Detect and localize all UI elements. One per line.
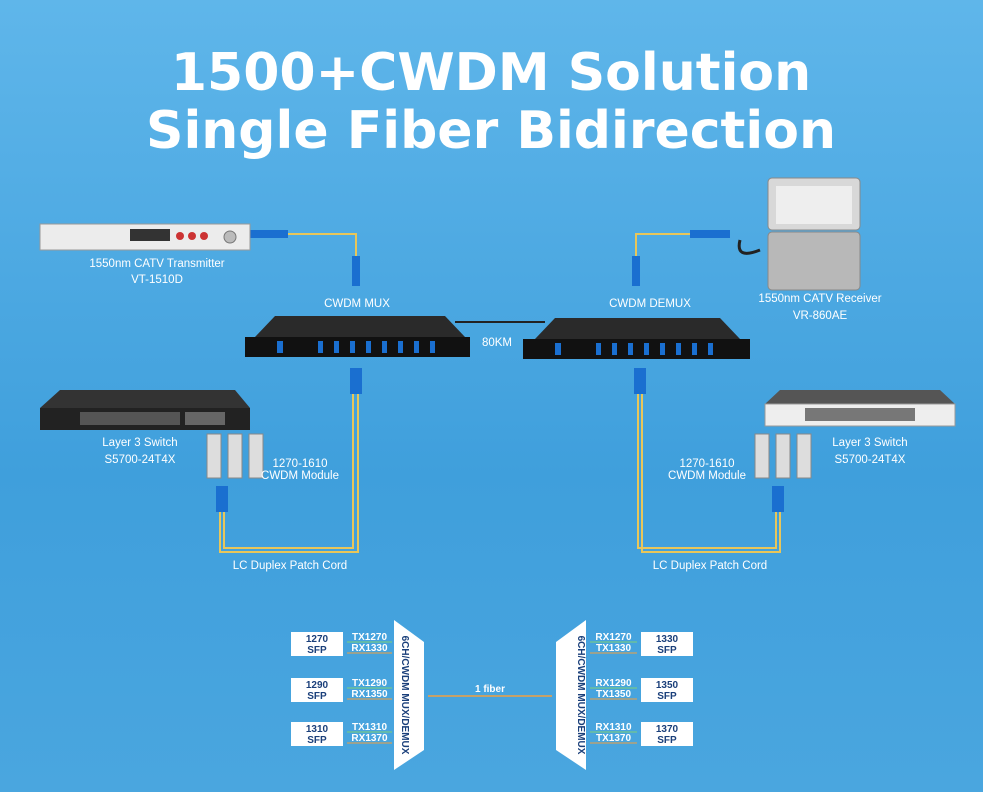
title-line2: Single Fiber Bidirection [146,101,836,161]
sfp-wavelength: 1270 [306,634,329,645]
sfp-wavelength: 1370 [656,724,679,735]
module-left-range: 1270-1610 [273,458,328,470]
sfp-box [291,678,343,702]
switch-left-name: Layer 3 Switch [102,437,177,449]
module-left-name: CWDM Module [261,470,339,482]
sfp-type: SFP [307,735,327,746]
receiver-model: VR-860AE [793,310,848,322]
title-line1: 1500+CWDM Solution [171,43,811,103]
channel-rx: RX1310 [595,722,632,733]
sfp-type: SFP [657,645,677,656]
lc-connectors [216,230,784,512]
sfp-type: SFP [307,691,327,702]
sfp-type: SFP [657,691,677,702]
channel-rx: RX1290 [595,678,632,689]
sfp-modules-right [754,433,812,479]
switch-left-model: S5700-24T4X [105,454,176,466]
channel-tx: TX1370 [596,733,631,744]
channel-rx: RX1370 [351,733,388,744]
sfp-wavelength: 1290 [306,680,329,691]
catv-receiver [737,177,861,291]
sfp-type: SFP [307,645,327,656]
right-mux-label: 6CH/CWDM MUX/DEMUX [575,636,586,755]
sfp-box [291,722,343,746]
receiver-name: 1550nm CATV Receiver [758,293,881,305]
channel-tx: TX1350 [596,689,631,700]
sfp-wavelength: 1330 [656,634,679,645]
cwdm-mux [245,316,470,357]
channel-tx: TX1310 [352,722,387,733]
module-right-range: 1270-1610 [680,458,735,470]
sfp-box [641,722,693,746]
sfp-box [641,632,693,656]
channel-tx: TX1270 [352,632,387,643]
left-mux-block [394,620,424,770]
transmitter-name: 1550nm CATV Transmitter [89,258,224,270]
right-mux-block [556,620,586,770]
module-right-name: CWDM Module [668,470,746,482]
catv-transmitter [39,223,251,251]
fiber-cables [219,233,781,553]
sfp-modules-left [206,433,264,479]
sfp-wavelength: 1310 [306,724,329,735]
channel-rx: RX1350 [351,689,388,700]
transmitter-model: VT-1510D [131,274,183,286]
patch-right-label: LC Duplex Patch Cord [653,560,767,572]
channel-rx: RX1330 [351,643,388,654]
fiber-label: 1 fiber [475,684,505,695]
sfp-type: SFP [657,735,677,746]
sfp-box [641,678,693,702]
distance-label: 80KM [482,337,512,349]
cwdm-demux [523,318,750,359]
patch-left-label: LC Duplex Patch Cord [233,560,347,572]
left-mux-label: 6CH/CWDM MUX/DEMUX [399,636,410,755]
mux-label: CWDM MUX [324,298,390,310]
channel-rx: RX1270 [595,632,632,643]
switch-right-model: S5700-24T4X [835,454,906,466]
channel-tx: TX1290 [352,678,387,689]
sfp-wavelength: 1350 [656,680,679,691]
switch-left [40,390,250,430]
switch-right [764,390,956,427]
demux-label: CWDM DEMUX [609,298,691,310]
sfp-box [291,632,343,656]
channel-tx: TX1330 [596,643,631,654]
switch-right-name: Layer 3 Switch [832,437,907,449]
